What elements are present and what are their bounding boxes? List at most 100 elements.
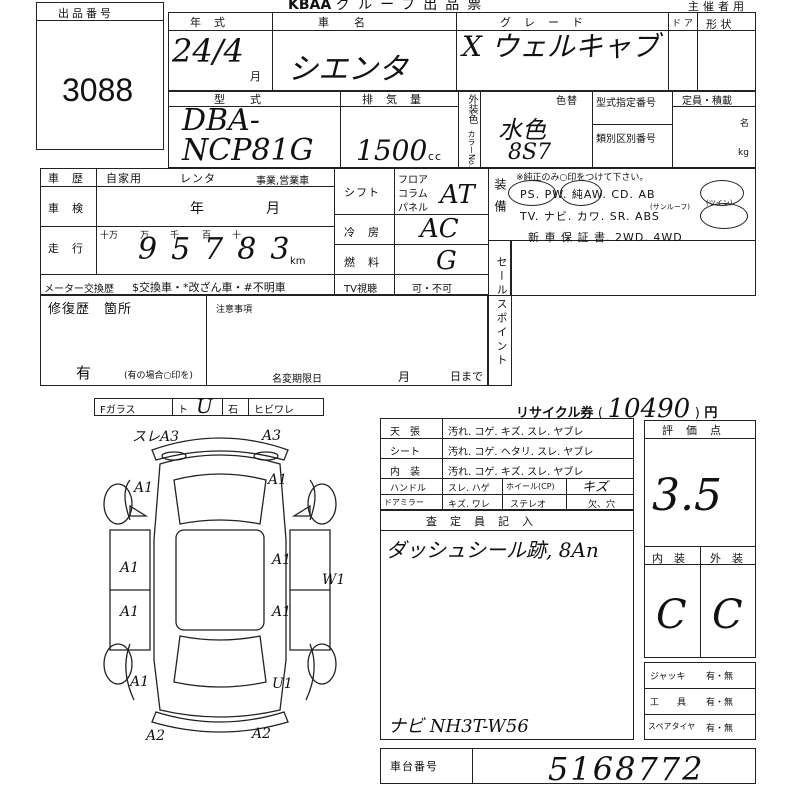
diagram-mark-right-front-door: A1 [272,552,292,568]
glass-box [94,398,324,416]
repair-has: 有 [76,364,93,382]
repair-box [40,294,488,386]
wheel-mark: キズ [582,480,609,495]
grade-header: グ レ ー ド [500,16,584,29]
handle-options: スレ. ハゲ [448,484,490,494]
km-label: km [290,256,306,267]
navi-note: ナビ NH3T-W56 [388,716,529,737]
owner-label: 主催者用 [688,0,748,13]
notes-label: 注意事項 [216,305,253,315]
inspection-year: 年 [190,201,205,217]
color-value: 水色 [498,116,546,144]
model-box [168,90,756,168]
class-label: 類別区別番号 [596,134,656,145]
mileage-value: 95783 [138,232,304,267]
diagram-mark-rear-left: A2 [146,728,166,744]
ac-label: 冷 房 [344,226,380,239]
diagram-mark-right-fender: A1 [268,472,288,488]
exterior-grade-value: C [712,592,743,638]
inspector-note: ダッシュシール跡, 8An [386,538,599,562]
diagram-mark-front-right: A3 [262,428,282,444]
vehicle-header-box [168,12,756,92]
color-code-value: 8S7 [508,140,552,165]
sale-point-box [488,240,512,386]
diagram-mark-right-rear-door: A1 [272,604,292,620]
cc-label: cc [428,150,443,163]
lot-number: 3088 [62,72,134,108]
color-label: 色替 [556,96,578,107]
diagram-mark-left-fender: A1 [134,480,154,496]
recycle-label: リサイクル券 [516,406,594,421]
interior-grade-value: C [656,592,687,638]
tv-value: 可・不可 [412,284,452,295]
diagram-mark-left-quarter: A1 [130,674,150,690]
capacity-label: 定員・積載 [682,96,732,107]
interior-seat-label: シート [390,447,420,458]
history-business: 事業,営業車 [256,176,310,187]
car-diagram [103,437,337,733]
mirror-options: キズ. ワレ [448,500,490,510]
shift-floor: フロア [398,175,428,186]
inspector-box [380,510,634,740]
tools-value: 有・無 [706,698,734,708]
interior-trim-label: 内 装 [390,467,420,478]
interior-table [380,418,634,510]
year-header: 年 式 [190,16,226,29]
repair-has-note: (有の場合○印を) [124,371,193,381]
color-code-label: カラーNo. [467,130,476,168]
equipment-circle-pw [560,180,602,206]
missing-label: 欠、穴 [588,500,616,510]
glass-crack: ヒビワレ [254,405,294,416]
accessories-box [644,662,756,740]
meter-options: $交換車・*改ざん車・#不明車 [132,281,286,294]
handle-label: ハンドル [390,484,427,494]
equipment-label: 装備 [493,178,507,222]
mileage-unit-10: 十 [232,231,242,241]
inspector-label: 査 定 員 記 入 [426,515,534,528]
diagram-mark-front-left: スレA3 [132,429,180,445]
form-title-text: グループ出品票 [336,0,490,13]
form-title: KBAA グループ出品票 [288,0,489,14]
name-change-day: 日まで [450,370,483,383]
spare-label: スペアタイヤ [648,722,696,731]
mileage-unit-100: 百 [202,231,212,241]
meter-label: メーター交換歴 [44,284,114,295]
exterior-grade-label: 外 装 [710,552,743,565]
interior-ceiling-label: 天 張 [390,427,420,438]
shape-header: 形 状 [706,18,732,31]
interior-grade-label: 内 装 [652,552,685,565]
history-private: 自家用 [106,172,142,185]
glass-mark: U [196,394,213,418]
mileage-label: 走 行 [48,242,84,255]
fuel-label: 燃 料 [344,256,380,269]
org-fragment: KBAA [288,0,332,13]
repair-label: 修復歴 箇所 [48,302,133,317]
diagram-mark-rear-right: A2 [252,726,272,742]
lot-box [36,2,164,150]
jack-value: 有・無 [706,672,734,682]
sale-point-label: セールスポイント [495,256,508,368]
interior-seat-options: 汚れ. コゲ. ヘタリ. スレ. ヤブレ [448,447,594,458]
capacity-unit-people: 名 [740,119,750,129]
doors-header: ド ア [672,19,693,29]
shift-column: コラム [398,189,428,200]
tv-label: TV視聴 [344,284,377,295]
jack-label: ジャッキ [650,672,686,682]
spare-value: 有・無 [706,724,734,734]
grade-value: X ウェルキャブ [462,30,659,63]
month-label: 月 [250,70,262,83]
car-name-value: シエンタ [288,52,408,87]
recycle-amount: 10490 [607,394,691,424]
history-label: 車 歴 [48,172,84,185]
equipment-note: ※純正のみ○印をつけて下さい。 [516,173,649,183]
mileage-unit-1k: 千 [170,231,180,241]
interior-ceiling-options: 汚れ. コゲ. キズ. スレ. ヤブレ [448,427,584,438]
inspection-label: 車 検 [48,202,84,215]
color-side-label: 外装色 [466,94,477,124]
equipment-row2: TV. ナビ. カワ. SR. ABS [520,210,660,223]
history-rental: レンタ [180,172,216,185]
interior-trim-options: 汚れ. コゲ. キズ. スレ. ヤブレ [448,467,584,478]
ac-value: AC [420,214,459,244]
diagram-mark-left-front-door: A1 [120,560,140,576]
name-change-month: 月 [398,370,412,384]
